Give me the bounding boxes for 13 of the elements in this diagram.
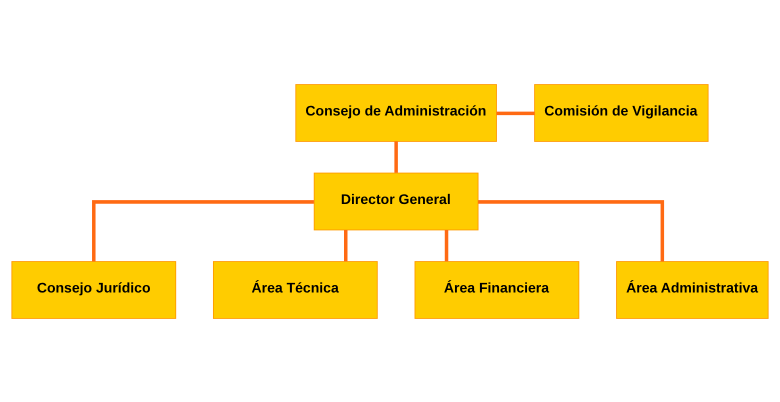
- node-box: Consejo de Administración: [295, 84, 497, 142]
- connector: [344, 230, 348, 261]
- node-box: Área Administrativa: [616, 260, 769, 318]
- connector: [496, 111, 535, 115]
- connector: [444, 230, 448, 261]
- node-box: Consejo Jurídico: [11, 260, 176, 318]
- connector: [394, 140, 398, 172]
- connector: [92, 200, 314, 261]
- node-box: Área Financiera: [414, 260, 580, 318]
- connector: [478, 200, 664, 261]
- node-box: Comisión de Vigilancia: [534, 84, 709, 142]
- node-box: Área Técnica: [212, 260, 378, 318]
- node-box: Director General: [314, 172, 479, 230]
